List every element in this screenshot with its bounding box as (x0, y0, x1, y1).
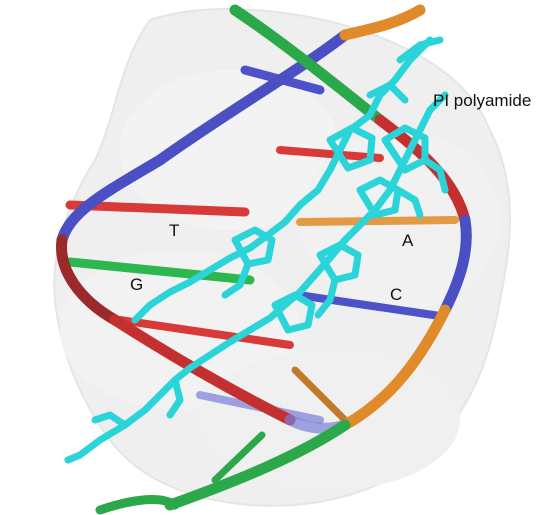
base-rung-g (65, 257, 255, 285)
strand-fragment-bottom (95, 495, 180, 515)
ligand-ring-2 (381, 124, 429, 174)
ligand-branch-5 (314, 276, 339, 319)
base-pairs (65, 65, 459, 484)
base-rung-red-top (276, 146, 384, 162)
ligand-ring-5 (231, 226, 276, 268)
strand-two-bottom (164, 419, 351, 511)
base-rung-red-low (116, 316, 294, 349)
ligand-ring-1 (326, 124, 376, 172)
ligand-chain-upper (131, 36, 434, 324)
ligand-branch-4 (394, 186, 424, 219)
base-label-t: T (169, 221, 180, 240)
strand-one-turn (56, 234, 121, 326)
base-label-g: G (130, 275, 144, 294)
ligand-branch-1 (396, 36, 444, 64)
ligand-ring-4 (316, 241, 362, 284)
pi-polyamide-molecule (64, 36, 449, 464)
base-rung-a (296, 216, 459, 226)
dna-backbone (56, 4, 472, 515)
base-rung-orange-low (291, 366, 349, 424)
ligand-branch-3 (421, 156, 449, 194)
ligand-ring-3 (356, 176, 402, 219)
ligand-branch-2 (366, 81, 409, 104)
strand-two-top (229, 4, 386, 126)
ligand-branch-8 (91, 411, 129, 429)
strand-one-lower (109, 314, 296, 426)
strand-two-lower (339, 304, 451, 431)
ligand-branch-7 (166, 376, 184, 419)
ligand-ring-6 (271, 291, 316, 334)
base-rung-green-low (211, 431, 266, 484)
polyamide-label: PI polyamide (433, 91, 532, 110)
ligand-branch-6 (221, 260, 252, 299)
base-rung-t (65, 200, 250, 217)
base-label-a: A (402, 231, 414, 250)
base-label-c: C (390, 285, 403, 304)
strand-one-top (339, 4, 426, 41)
strand-two-mid (439, 214, 472, 316)
ligand-chain-lower (64, 91, 449, 464)
